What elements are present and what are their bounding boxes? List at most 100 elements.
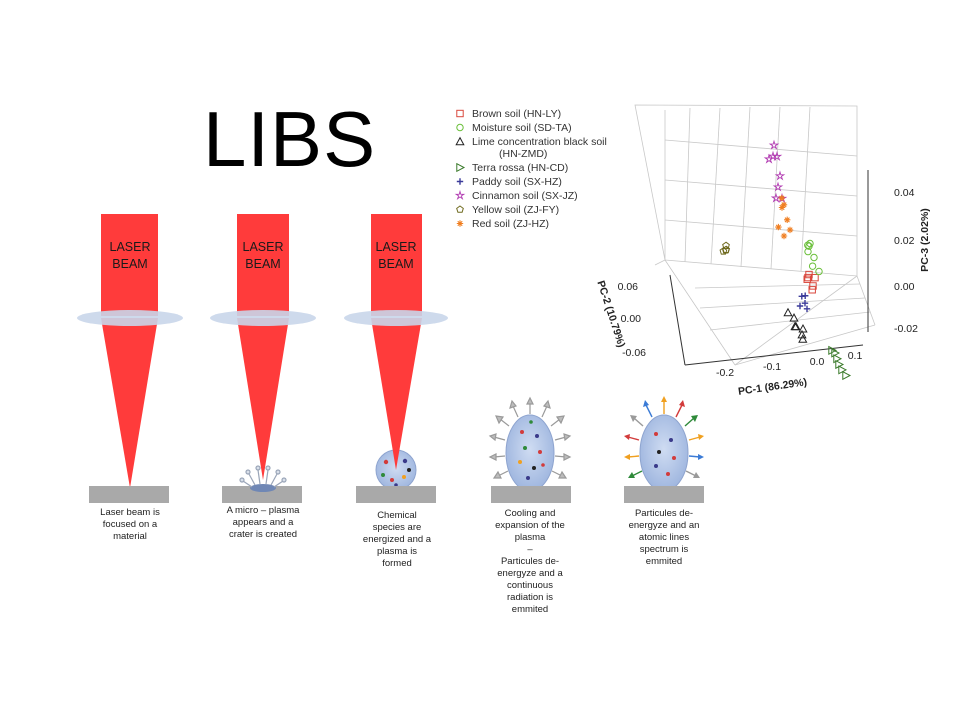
data-point — [719, 247, 728, 255]
crater — [250, 484, 276, 492]
laser-focus-cone — [237, 318, 289, 480]
series-4 — [828, 345, 852, 381]
plasma-cloud — [639, 414, 689, 492]
stage-3: LASER BEAM — [344, 214, 448, 503]
material-surface — [222, 486, 302, 503]
chart-points — [719, 139, 852, 381]
lens — [210, 310, 316, 326]
stage-2: LASER BEAM — [210, 214, 316, 503]
beam-label-1: LASER — [243, 240, 284, 254]
stage-3-caption: Chemical species are energized and a pla… — [362, 510, 432, 569]
y-tick-label: 0.06 — [618, 281, 639, 293]
x-tick-label: 0.1 — [848, 350, 863, 362]
laser-beam-column — [237, 214, 289, 316]
data-point — [791, 321, 801, 331]
data-point — [783, 307, 793, 317]
stage-1: LASER BEAM — [77, 214, 183, 503]
laser-focus-cone — [371, 318, 422, 470]
data-point — [804, 241, 812, 249]
data-point — [833, 354, 843, 364]
data-point — [835, 359, 845, 370]
plasma-particles — [654, 432, 676, 476]
material-surface — [89, 486, 169, 503]
laser-beam-column — [371, 214, 422, 316]
series-3 — [783, 307, 808, 343]
data-point — [803, 305, 811, 313]
data-point — [784, 216, 791, 224]
data-point — [842, 370, 852, 381]
laser-beam-column — [101, 214, 158, 316]
data-point — [808, 286, 816, 294]
y-tick-label: 0.00 — [621, 313, 642, 325]
legend-entry: Terra rossa (HN-CD) — [472, 162, 568, 174]
x-tick-label: -0.1 — [763, 361, 781, 373]
data-point — [815, 267, 823, 276]
data-point — [775, 223, 782, 231]
material-surface — [624, 486, 704, 503]
legend-entry: Paddy soil (SX-HZ) — [472, 176, 562, 188]
plasma-particles — [381, 458, 411, 487]
data-point — [768, 139, 780, 150]
beam-label-1: LASER — [376, 240, 417, 254]
data-point — [803, 275, 811, 283]
data-point — [805, 270, 813, 279]
series-5 — [796, 292, 811, 313]
data-point — [722, 241, 730, 249]
continuous-radiation-arrows — [488, 396, 572, 479]
stage-1-caption: Laser beam is focused on a material — [100, 507, 160, 542]
data-point — [780, 232, 788, 240]
beam-label-2: BEAM — [112, 257, 147, 271]
beam-label-2: BEAM — [245, 257, 280, 271]
z-axis-label: PC-3 (2.02%) — [919, 208, 931, 272]
data-point — [771, 150, 783, 162]
chart-legend: Brown soil (HN-LY) Moisture soil (SD-TA) L… — [454, 108, 607, 230]
legend-entry: Yellow soil (ZJ-FY) — [472, 204, 559, 216]
series-6 — [763, 139, 788, 203]
data-point — [763, 153, 775, 164]
libs-process-diagram: LASER BEAM LASER BEAM LASER BEAM — [77, 214, 704, 503]
data-point — [808, 262, 817, 270]
data-point — [772, 181, 784, 192]
slide-title: LIBS — [203, 95, 377, 183]
y-tick-label: -0.06 — [622, 347, 646, 359]
atomic-line-emission-arrows — [624, 396, 704, 478]
data-point — [828, 345, 838, 356]
z-tick-label: 0.00 — [894, 281, 915, 293]
data-point — [798, 324, 808, 333]
z-tick-label: 0.04 — [894, 187, 915, 199]
z-tick-label: -0.02 — [894, 323, 918, 335]
stage-5 — [624, 396, 704, 503]
legend-entry: Moisture soil (SD-TA) — [472, 122, 572, 134]
legend-entry-line2: (HN-ZMD) — [499, 148, 547, 160]
data-point — [798, 293, 805, 300]
stage-4-caption: Cooling and expansion of the plasma – Pa… — [495, 508, 565, 615]
chart-axes — [669, 170, 869, 366]
laser-focus-cone — [101, 318, 158, 488]
legend-entry: Brown soil (HN-LY) — [472, 108, 561, 120]
data-point — [797, 329, 807, 339]
legend-marker — [456, 123, 464, 132]
data-point — [805, 242, 813, 250]
data-point — [811, 273, 819, 282]
data-point — [801, 299, 809, 307]
data-point — [798, 334, 808, 343]
legend-marker — [454, 189, 466, 200]
legend-entry: Cinnamon soil (SX-JZ) — [472, 190, 578, 202]
plasma-particles — [518, 420, 545, 480]
data-point — [831, 348, 841, 358]
x-tick-label: -0.2 — [716, 367, 734, 379]
stage-5-caption: Particules de- energyze and an atomic li… — [628, 508, 700, 567]
legend-marker — [456, 178, 464, 185]
legend-marker — [455, 136, 465, 146]
data-point — [809, 282, 817, 290]
legend-marker — [456, 205, 464, 213]
lens — [77, 310, 183, 326]
x-tick-label: 0.0 — [810, 356, 825, 368]
legend-entry: Lime concentration black soil — [472, 136, 607, 148]
data-point — [778, 194, 785, 202]
data-point — [770, 192, 782, 203]
data-point — [789, 313, 799, 322]
data-point — [778, 204, 786, 211]
